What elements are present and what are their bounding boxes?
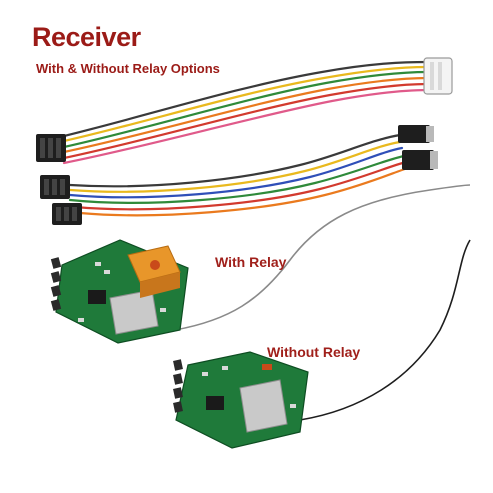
cable-lower [68,133,410,217]
label-without-relay: Without Relay [267,344,361,360]
connector-3pin-right-top [398,125,434,143]
connector-3pin-left-bottom [52,203,82,225]
board-with-relay [50,239,189,344]
page-subtitle: With & Without Relay Options [36,61,220,76]
relay-block [127,245,181,298]
antenna-without-relay [299,239,471,421]
cable-upper [62,60,430,165]
connector-3pin-right-bottom [402,150,438,170]
connector-3pin-left-mid [40,175,70,199]
connector-3pin-left-top [36,134,66,162]
page-title: Receiver [32,22,141,52]
label-with-relay: With Relay [215,254,287,270]
board-without-relay [173,351,309,449]
connector-6pin [423,57,453,95]
antenna-with-relay [174,184,471,331]
